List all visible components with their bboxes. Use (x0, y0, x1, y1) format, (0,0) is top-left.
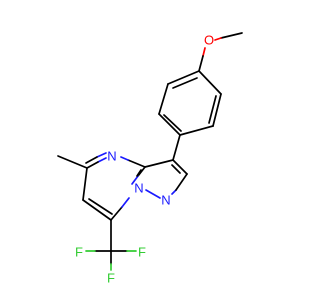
pyrimidine-nitrogen-label: N (107, 149, 116, 164)
fluorine-bottom-label: F (107, 271, 115, 286)
bond-phenyl-double-3 (208, 95, 217, 124)
bond-n4-c5-double-blue (96, 152, 107, 158)
bond-n4-c5 (86, 161, 99, 169)
pyrazole-nitrogen-label: N (161, 193, 170, 208)
bond-c3a-n4 (127, 159, 146, 168)
bond-pyrazole-c3-c3a (144, 159, 174, 168)
bond-phenyl-1 (167, 70, 200, 85)
fluorine-left-label: F (75, 245, 83, 260)
molecule-structure-diagram: O N N N F F F (57, 32, 243, 286)
fluorine-right-label: F (138, 245, 146, 260)
bond-methyl-oxygen (220, 32, 243, 39)
bond-phenyl-double-1 (172, 77, 198, 89)
bond-phenyl-5 (212, 93, 222, 127)
bond-pyrazole-n-c-blue (171, 189, 177, 195)
bond-c3a-n-inner (136, 169, 142, 177)
bond-phenyl-6 (198, 70, 222, 95)
bond-oxygen-aryl (198, 55, 204, 72)
oxygen-atom-label: O (204, 33, 214, 48)
bond-phenyl-3 (158, 113, 181, 136)
bond-c3a-n4-blue (120, 156, 129, 161)
bond-phenyl-double-2 (163, 114, 182, 132)
bond-pyrazole-c3a-n (137, 166, 146, 177)
bond-pyrazole-double (171, 164, 181, 174)
bond-phenyl-2 (158, 83, 169, 115)
bond-c6-c7-double (88, 198, 113, 215)
bond-aryl-pyrazole (172, 134, 181, 161)
bond-c5-c6 (82, 167, 88, 201)
bond-phenyl-4 (179, 125, 214, 136)
bond-c7-n-blue (121, 197, 130, 208)
bond-n4-c5-blue (97, 157, 107, 163)
bond-methyl-oxygen-red (214, 37, 222, 41)
bond-c7-n (110, 206, 123, 221)
bond-c5-methyl (57, 155, 88, 169)
bond-c6-c7 (82, 199, 112, 221)
bonds (57, 32, 243, 271)
bond-oxygen-aryl-red (202, 47, 206, 57)
bridge-nitrogen-label: N (134, 181, 143, 196)
bond-pyrazole-n-n-blue (145, 189, 161, 199)
bond-pyrazole-c3a-n-blue (131, 175, 139, 185)
bond-n4-c5-double (85, 156, 98, 164)
bond-pyrazole-n-c (175, 173, 188, 191)
atom-labels: O N N N F F F (75, 33, 214, 286)
bond-pyrazole-c-c3 (172, 159, 188, 175)
